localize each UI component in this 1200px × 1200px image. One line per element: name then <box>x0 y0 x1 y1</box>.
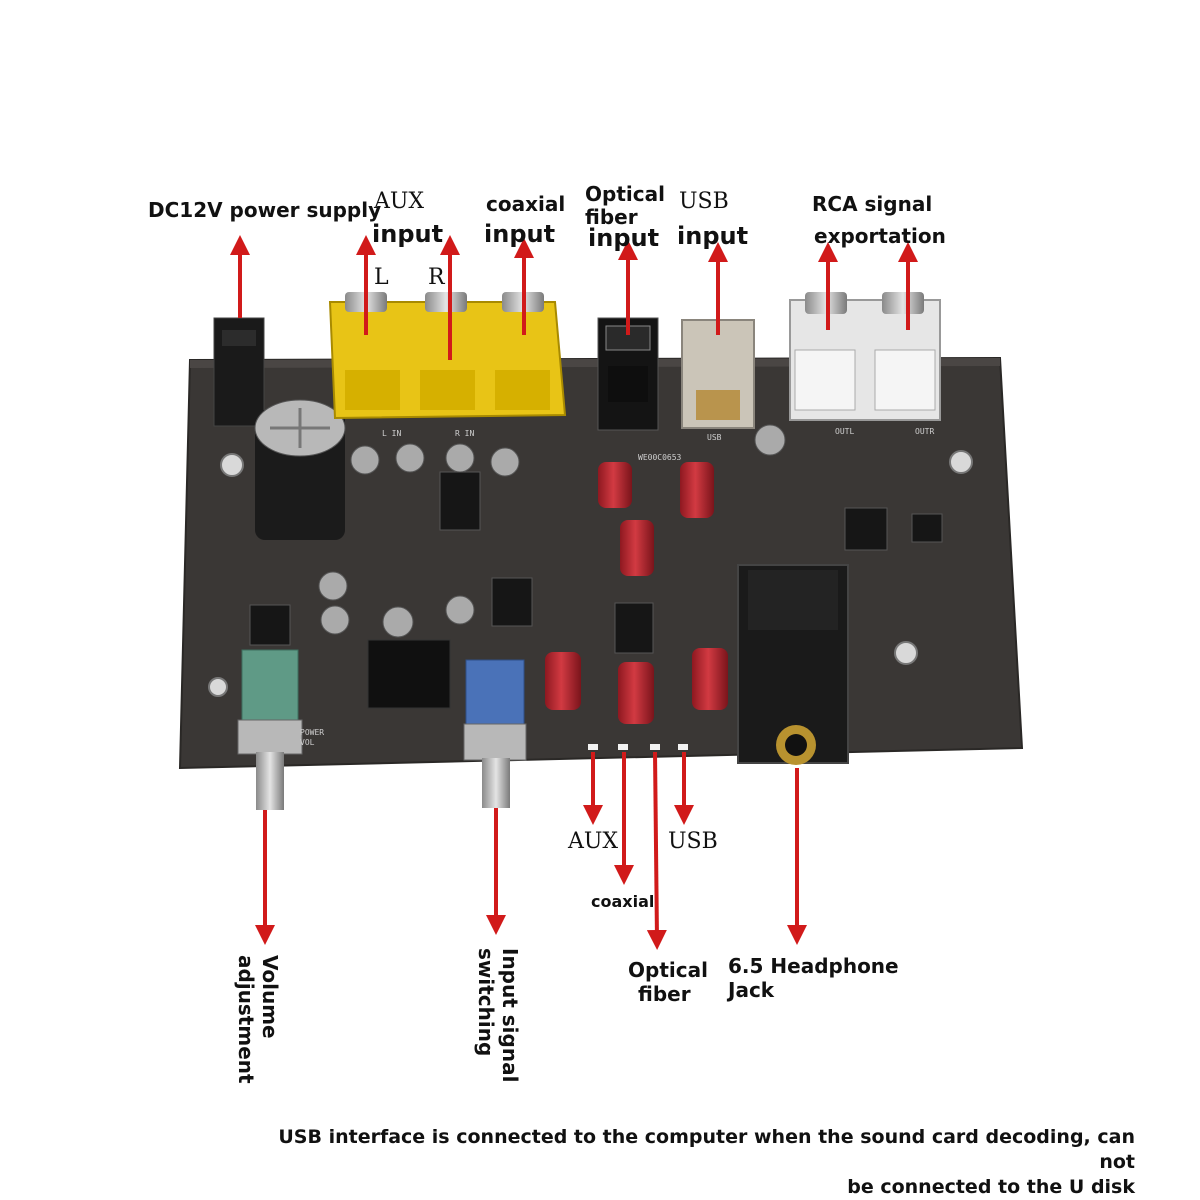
svg-text:USB: USB <box>707 433 722 442</box>
annotation-arrows <box>230 235 918 950</box>
rca-label-line1: RCA signal <box>812 192 933 216</box>
l-channel-label: L <box>374 265 389 290</box>
usb-input-label: input <box>677 222 749 250</box>
optical-label-line2: fiber <box>585 205 638 229</box>
usb-note-line2: be connected to the U disk <box>847 1176 1135 1198</box>
coaxial-label: coaxial <box>486 192 566 216</box>
svg-text:WE00C0653: WE00C0653 <box>638 453 682 462</box>
red-capacitors <box>545 462 728 724</box>
svg-text:OUTL: OUTL <box>835 427 854 436</box>
white-rca-block: OUTL OUTR <box>789 292 941 436</box>
input-switch-label-line1: Input signal <box>498 948 522 1083</box>
optical-jack <box>597 317 659 431</box>
headphone-jack <box>737 564 849 765</box>
r-channel-label: R <box>428 265 445 290</box>
input-switch-knob <box>463 659 527 808</box>
relay <box>367 639 451 709</box>
input-switch-label-line2: switching <box>474 948 498 1057</box>
coaxial-input-label: input <box>484 220 556 248</box>
optical-label-line1: Optical <box>585 182 665 206</box>
headphone-label-line2: Jack <box>728 978 775 1002</box>
dc-power-jack <box>213 317 265 427</box>
usb-note-line1: USB interface is connected to the comput… <box>278 1126 1135 1173</box>
svg-text:R IN: R IN <box>455 429 474 438</box>
optical-input-label: input <box>588 224 660 252</box>
svg-text:POWER: POWER <box>300 728 324 737</box>
small-capacitors <box>318 424 786 638</box>
yellow-rca-block: L IN R IN <box>328 292 567 438</box>
dc-power-label: DC12V power supply <box>148 198 382 222</box>
rca-label-line2: exportation <box>814 224 946 248</box>
svg-text:OUTR: OUTR <box>915 427 934 436</box>
arrow-optical-led <box>646 751 667 950</box>
usb-indicator-label: USB <box>668 829 718 854</box>
usb-b-jack: USB <box>681 319 755 442</box>
optical-indicator-line2: fiber <box>638 982 691 1006</box>
aux-input-label: input <box>372 220 444 248</box>
volume-label-line2: adjustment <box>234 955 258 1084</box>
usb-note: USB interface is connected to the comput… <box>250 1125 1135 1200</box>
headphone-label-line1: 6.5 Headphone <box>728 954 899 978</box>
volume-label-line1: Volume <box>258 955 282 1039</box>
usb-label: USB <box>679 189 729 214</box>
optical-indicator-line1: Optical <box>628 958 708 982</box>
aux-indicator-label: AUX <box>568 829 619 854</box>
ic-chips <box>249 471 943 654</box>
aux-label: AUX <box>374 189 425 214</box>
svg-text:L IN: L IN <box>382 429 401 438</box>
svg-text:VOL: VOL <box>300 738 315 747</box>
status-leds <box>588 744 688 750</box>
coaxial-indicator-label: coaxial <box>591 892 655 911</box>
main-capacitor <box>254 399 346 540</box>
volume-knob: POWER VOL <box>237 649 324 810</box>
